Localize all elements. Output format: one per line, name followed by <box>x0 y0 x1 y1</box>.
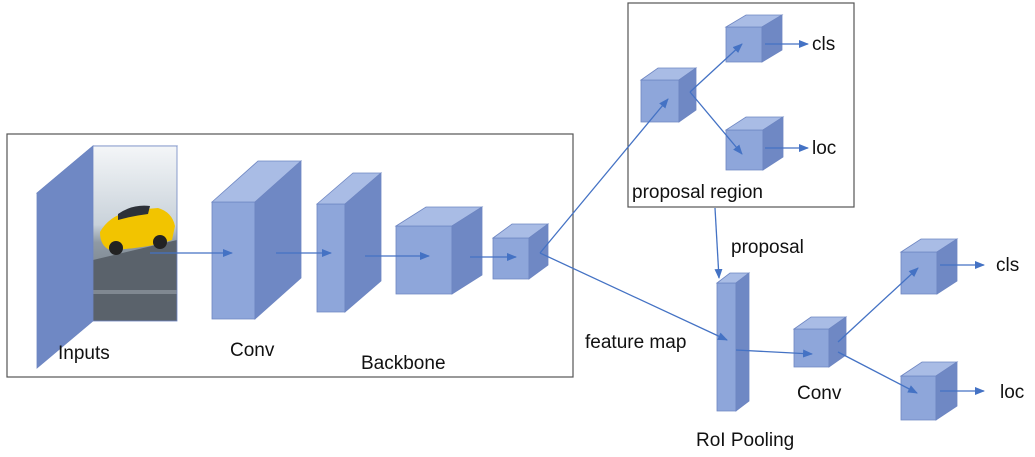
conv-backbone-label: Conv <box>230 340 275 361</box>
loc-top-block <box>724 116 785 171</box>
arrow-roi-to-conv <box>735 349 813 358</box>
inputs-label: Inputs <box>58 343 110 364</box>
arrow-to-proposal-net <box>539 98 669 254</box>
feature-map-block-side <box>528 223 549 280</box>
conv-block <box>210 160 303 320</box>
cls-top-label: cls <box>812 34 835 55</box>
proposal-label: proposal <box>731 237 804 258</box>
arrow-to-cls-top-block <box>689 43 743 93</box>
arrow-feature-map-to-roi <box>539 252 728 341</box>
roi-pooling-block-side <box>735 272 750 412</box>
proposal-net-block-front <box>640 79 680 123</box>
conv-head-block <box>792 316 848 368</box>
loc-bottom-label: loc <box>1000 382 1024 403</box>
proposal-region-label: proposal region <box>632 182 763 203</box>
roi-pooling-label: RoI Pooling <box>696 430 794 451</box>
sports-car-photo-icon <box>93 146 177 321</box>
arrow-proposal-to-roi <box>714 207 723 279</box>
arrows <box>150 40 985 395</box>
backbone-block-3 <box>394 206 484 295</box>
conv-head-label: Conv <box>797 383 842 404</box>
conv-head-block-front <box>793 328 830 368</box>
feature-map-label: feature map <box>585 332 686 353</box>
cls-top-block-side <box>761 14 783 63</box>
arrow-to-loc-bottom-block <box>837 351 918 394</box>
proposal-region-frame <box>627 2 855 208</box>
feature-map-block <box>491 223 550 280</box>
loc-top-label: loc <box>812 138 836 159</box>
roi-pooling-block-front <box>716 282 737 412</box>
backbone-block-3-side <box>451 206 483 295</box>
input-image-block <box>35 145 179 369</box>
arrow-to-loc-top-block <box>689 91 743 155</box>
loc-top-block-front <box>725 129 764 171</box>
backbone-block-2-side <box>344 172 382 313</box>
backbone-block-2 <box>315 172 383 313</box>
backbone-block-3-front <box>395 225 453 295</box>
cls-bottom-block <box>899 238 959 295</box>
cls-bottom-block-side <box>936 238 958 295</box>
cls-bottom-block-front <box>900 251 938 295</box>
proposal-net-block-side <box>678 67 697 123</box>
cls-top-block <box>724 14 784 63</box>
conv-block-side <box>254 160 302 320</box>
proposal-net-block <box>639 67 698 123</box>
feature-map-block-front <box>492 237 530 280</box>
conv-block-front <box>211 201 256 320</box>
backbone-label: Backbone <box>361 353 446 374</box>
loc-bottom-block-front <box>900 375 937 421</box>
backbone-frame <box>6 133 574 378</box>
arrow-to-cls-bottom-block <box>837 267 919 343</box>
backbone-block-2-front <box>316 203 346 313</box>
roi-pooling-block <box>715 272 751 412</box>
cls-top-block-front <box>725 26 763 63</box>
cls-bottom-label: cls <box>996 255 1019 276</box>
loc-top-block-side <box>762 116 784 171</box>
